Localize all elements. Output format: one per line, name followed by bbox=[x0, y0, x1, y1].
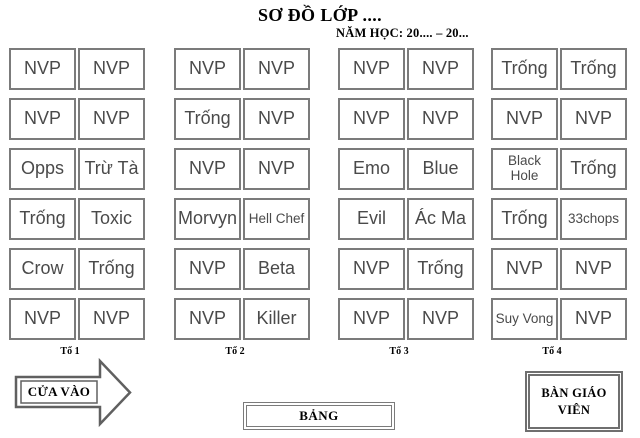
desk-pair: NVP NVP bbox=[491, 98, 627, 140]
group-label: Tổ 4 bbox=[542, 346, 562, 357]
seat-cell: Trống bbox=[174, 98, 241, 140]
desk-pair: NVP NVP bbox=[338, 48, 474, 90]
desk-pair: NVP NVP bbox=[9, 48, 145, 90]
seat-cell: Trống bbox=[78, 248, 145, 290]
seat-cell: NVP bbox=[407, 48, 474, 90]
desk-pair: Trống 33chops bbox=[491, 198, 627, 240]
seat-cell: NVP bbox=[78, 98, 145, 140]
seat-cell: NVP bbox=[491, 248, 558, 290]
seat-cell: NVP bbox=[78, 48, 145, 90]
desk-pair: Trống Trống bbox=[491, 48, 627, 90]
desk-pair: Morvyn Hell Chef bbox=[174, 198, 310, 240]
seat-cell: NVP bbox=[407, 298, 474, 340]
seat-cell: NVP bbox=[174, 248, 241, 290]
seat-cell: NVP bbox=[174, 48, 241, 90]
seat-cell: NVP bbox=[174, 148, 241, 190]
seat-cell: NVP bbox=[338, 48, 405, 90]
seat-cell: NVP bbox=[338, 298, 405, 340]
seat-cell: NVP bbox=[9, 98, 76, 140]
school-year-subtitle: NĂM HỌC: 20.... – 20... bbox=[336, 26, 469, 40]
seat-cell: Trống bbox=[560, 148, 627, 190]
seat-cell: Trừ Tà bbox=[78, 148, 145, 190]
seat-cell: Morvyn bbox=[174, 198, 241, 240]
seat-group-rows: NVP NVP NVP NVP Emo Blue Evil Ác Ma NVP … bbox=[338, 48, 474, 340]
teacher-desk-box: BÀN GIÁO VIÊN bbox=[525, 371, 623, 432]
seat-group-rows: NVP NVP Trống NVP NVP NVP Morvyn Hell Ch… bbox=[174, 48, 310, 340]
seat-group: NVP NVP NVP NVP Opps Trừ Tà Trống Toxic … bbox=[9, 48, 145, 357]
seat-cell: NVP bbox=[407, 98, 474, 140]
desk-pair: NVP NVP bbox=[338, 298, 474, 340]
seat-cell: Toxic bbox=[78, 198, 145, 240]
group-label: Tổ 2 bbox=[225, 346, 245, 357]
seat-cell: Trống bbox=[491, 48, 558, 90]
seat-group-rows: Trống Trống NVP NVP Black Hole Trống Trố… bbox=[491, 48, 627, 340]
desk-pair: Emo Blue bbox=[338, 148, 474, 190]
seat-cell: NVP bbox=[491, 98, 558, 140]
seat-cell: NVP bbox=[243, 98, 310, 140]
group-label: Tổ 3 bbox=[389, 346, 409, 357]
desk-pair: Suy Vong NVP bbox=[491, 298, 627, 340]
seat-cell: Beta bbox=[243, 248, 310, 290]
desk-pair: Opps Trừ Tà bbox=[9, 148, 145, 190]
seat-group: NVP NVP Trống NVP NVP NVP Morvyn Hell Ch… bbox=[174, 48, 310, 357]
seat-cell: NVP bbox=[9, 48, 76, 90]
seat-cell: Trống bbox=[9, 198, 76, 240]
desk-pair: Trống Toxic bbox=[9, 198, 145, 240]
desk-pair: Crow Trống bbox=[9, 248, 145, 290]
seat-cell: NVP bbox=[243, 48, 310, 90]
seat-group: NVP NVP NVP NVP Emo Blue Evil Ác Ma NVP … bbox=[338, 48, 474, 357]
seat-cell: NVP bbox=[243, 148, 310, 190]
desk-pair: NVP NVP bbox=[174, 48, 310, 90]
seat-cell: NVP bbox=[338, 248, 405, 290]
desk-pair: NVP NVP bbox=[338, 98, 474, 140]
entrance-label: CỬA VÀO bbox=[27, 384, 91, 399]
seat-cell: Ác Ma bbox=[407, 198, 474, 240]
desk-pair: NVP NVP bbox=[174, 148, 310, 190]
desk-pair: Evil Ác Ma bbox=[338, 198, 474, 240]
seat-cell: NVP bbox=[560, 298, 627, 340]
desk-pair: NVP NVP bbox=[9, 298, 145, 340]
seat-cell: Suy Vong bbox=[491, 298, 558, 340]
seat-cell: NVP bbox=[560, 248, 627, 290]
seat-cell: Hell Chef bbox=[243, 198, 310, 240]
seat-cell: NVP bbox=[78, 298, 145, 340]
seat-cell: Trống bbox=[407, 248, 474, 290]
desk-pair: NVP NVP bbox=[9, 98, 145, 140]
page-title: SƠ ĐỒ LỚP .... bbox=[257, 5, 383, 25]
seat-cell: NVP bbox=[9, 298, 76, 340]
desk-pair: Trống NVP bbox=[174, 98, 310, 140]
seat-cell: Trống bbox=[491, 198, 558, 240]
desk-pair: NVP Beta bbox=[174, 248, 310, 290]
desk-pair: Black Hole Trống bbox=[491, 148, 627, 190]
desk-pair: NVP Killer bbox=[174, 298, 310, 340]
desk-pair: NVP Trống bbox=[338, 248, 474, 290]
seat-cell: Emo bbox=[338, 148, 405, 190]
seat-cell: Killer bbox=[243, 298, 310, 340]
seat-cell: NVP bbox=[560, 98, 627, 140]
desk-pair: NVP NVP bbox=[491, 248, 627, 290]
group-label: Tổ 1 bbox=[60, 346, 80, 357]
seat-cell: Blue bbox=[407, 148, 474, 190]
seat-cell: Black Hole bbox=[491, 148, 558, 190]
seat-cell: Trống bbox=[560, 48, 627, 90]
seat-cell: Opps bbox=[9, 148, 76, 190]
seat-group: Trống Trống NVP NVP Black Hole Trống Trố… bbox=[491, 48, 627, 357]
seat-group-rows: NVP NVP NVP NVP Opps Trừ Tà Trống Toxic … bbox=[9, 48, 145, 340]
seat-cell: NVP bbox=[174, 298, 241, 340]
seat-cell: Evil bbox=[338, 198, 405, 240]
seat-cell: Crow bbox=[9, 248, 76, 290]
board-box: BẢNG bbox=[243, 402, 395, 430]
seat-cell: 33chops bbox=[560, 198, 627, 240]
seat-cell: NVP bbox=[338, 98, 405, 140]
entrance-arrow-icon bbox=[14, 357, 132, 428]
